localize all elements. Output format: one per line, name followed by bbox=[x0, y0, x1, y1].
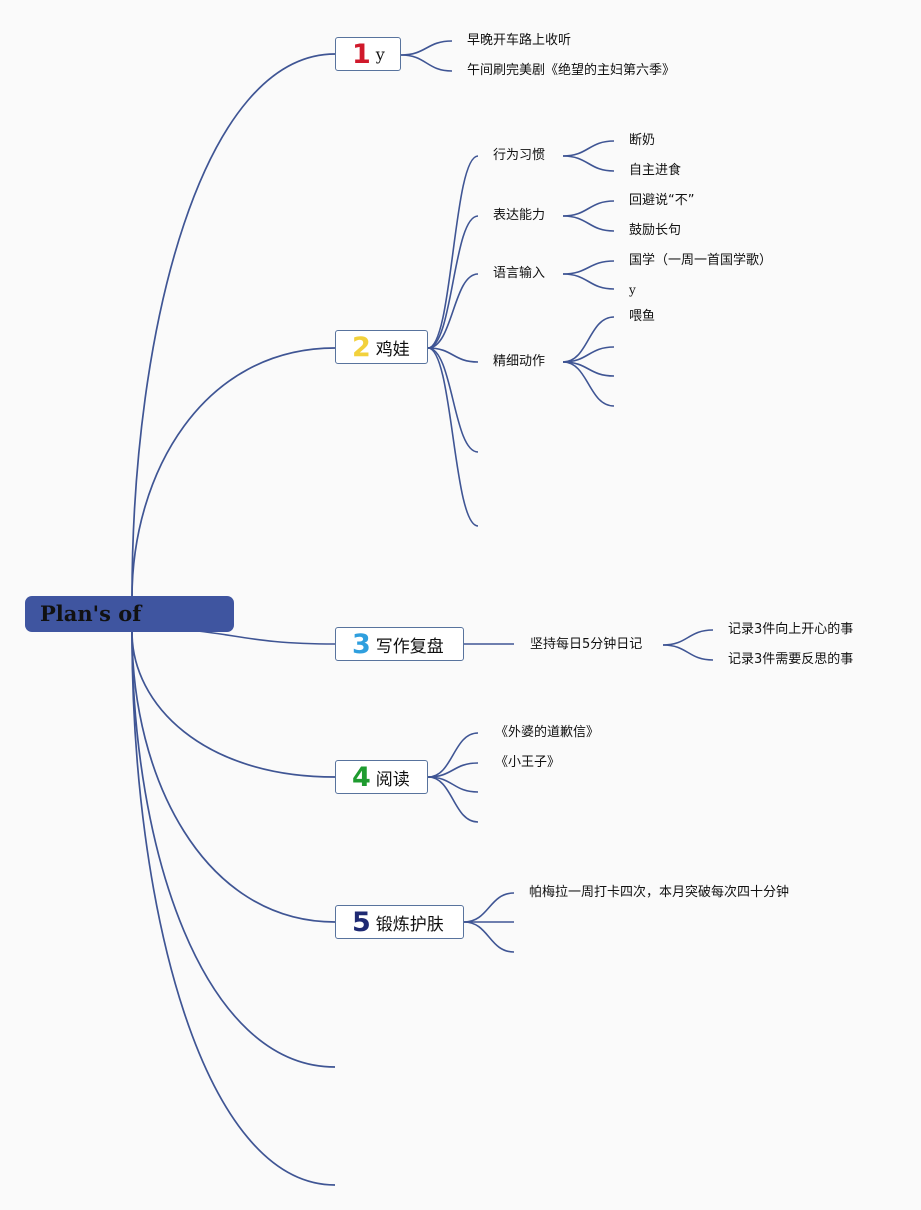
diary-link-1 bbox=[662, 629, 714, 646]
root-link-topic-1 bbox=[131, 53, 336, 599]
topic-2-link-5 bbox=[427, 347, 479, 453]
topic-3-number: 3 bbox=[352, 628, 371, 660]
expression-child-1[interactable]: 回避说“不” bbox=[629, 193, 695, 208]
fine-motor-link-1 bbox=[562, 316, 615, 363]
topic-4-link-4 bbox=[427, 776, 479, 823]
diary-child-1[interactable]: 记录3件向上开心的事 bbox=[728, 622, 854, 637]
topic-5-label: 锻炼护肤 bbox=[375, 914, 444, 935]
topic-5-child-1[interactable]: 帕梅拉一周打卡四次，本月突破每次四十分钟 bbox=[529, 885, 790, 900]
topic-4-link-1 bbox=[427, 732, 479, 778]
expression-child-2[interactable]: 鼓励长句 bbox=[629, 223, 682, 238]
topic-2-link-3 bbox=[427, 273, 479, 349]
expression-link-1 bbox=[562, 200, 615, 217]
topic-2-child-expression[interactable]: 表达能力 bbox=[493, 208, 546, 223]
topic-1-child-2[interactable]: 午间刷完美剧《绝望的主妇第六季》 bbox=[467, 63, 676, 78]
fine-motor-child-1[interactable]: 喂鱼 bbox=[629, 309, 656, 324]
topic-2-link-2 bbox=[427, 215, 479, 349]
topic-2-number: 2 bbox=[352, 331, 371, 363]
topic-1-node[interactable]: 1 y bbox=[335, 37, 401, 71]
behavior-link-1 bbox=[562, 140, 615, 157]
diary-link-2 bbox=[662, 644, 714, 661]
topic-3-node[interactable]: 3 写作复盘 bbox=[335, 627, 464, 661]
topic-2-child-language[interactable]: 语言输入 bbox=[493, 266, 546, 281]
behavior-child-2[interactable]: 自主进食 bbox=[629, 163, 682, 178]
root-node[interactable]: Plan's of bbox=[25, 596, 234, 632]
topic-2-link-4 bbox=[427, 347, 479, 363]
language-link-2 bbox=[562, 273, 615, 290]
diary-child-2[interactable]: 记录3件需要反思的事 bbox=[728, 652, 854, 667]
language-link-1 bbox=[562, 260, 615, 275]
topic-5-node[interactable]: 5 锻炼护肤 bbox=[335, 905, 464, 939]
topic-2-link-6 bbox=[427, 347, 479, 527]
topic-1-number: 1 bbox=[352, 38, 371, 70]
topic-5-link-3 bbox=[463, 921, 515, 953]
topic-4-label: 阅读 bbox=[375, 769, 410, 790]
topic-1-link-1 bbox=[400, 40, 453, 56]
topic-1-child-1[interactable]: 早晚开车路上收听 bbox=[467, 33, 572, 48]
topic-4-child-1[interactable]: 《外婆的道歉信》 bbox=[495, 725, 600, 740]
topic-4-node[interactable]: 4 阅读 bbox=[335, 760, 428, 794]
topic-2-child-fine-motor[interactable]: 精细动作 bbox=[493, 354, 546, 369]
topic-2-node[interactable]: 2 鸡娃 bbox=[335, 330, 428, 364]
expression-link-2 bbox=[562, 215, 615, 232]
root-link-topic-2 bbox=[131, 347, 336, 599]
topic-1-link-2 bbox=[400, 54, 453, 72]
topic-2-link-1 bbox=[427, 155, 479, 349]
root-link-topic-4 bbox=[131, 631, 336, 778]
behavior-child-1[interactable]: 断奶 bbox=[629, 133, 656, 148]
topic-1-label: y bbox=[375, 44, 385, 64]
topic-5-number: 5 bbox=[352, 906, 371, 938]
topic-2-label: 鸡娃 bbox=[375, 339, 410, 360]
fine-motor-link-4 bbox=[562, 361, 615, 407]
behavior-link-2 bbox=[562, 155, 615, 172]
topic-5-link-1 bbox=[463, 892, 515, 923]
root-link-topic-6 bbox=[131, 631, 336, 1068]
language-child-1[interactable]: 国学（一周一首国学歌） bbox=[629, 253, 773, 268]
topic-3-label: 写作复盘 bbox=[375, 636, 444, 657]
root-link-topic-5 bbox=[131, 631, 336, 923]
topic-2-child-behavior[interactable]: 行为习惯 bbox=[493, 148, 546, 163]
topic-4-number: 4 bbox=[352, 761, 371, 793]
topic-4-child-2[interactable]: 《小王子》 bbox=[495, 755, 561, 770]
language-child-2[interactable]: y bbox=[629, 283, 636, 297]
root-link-topic-7 bbox=[131, 631, 336, 1186]
root-label: Plan's of bbox=[40, 601, 142, 626]
topic-3-child-diary[interactable]: 坚持每日5分钟日记 bbox=[530, 637, 643, 652]
